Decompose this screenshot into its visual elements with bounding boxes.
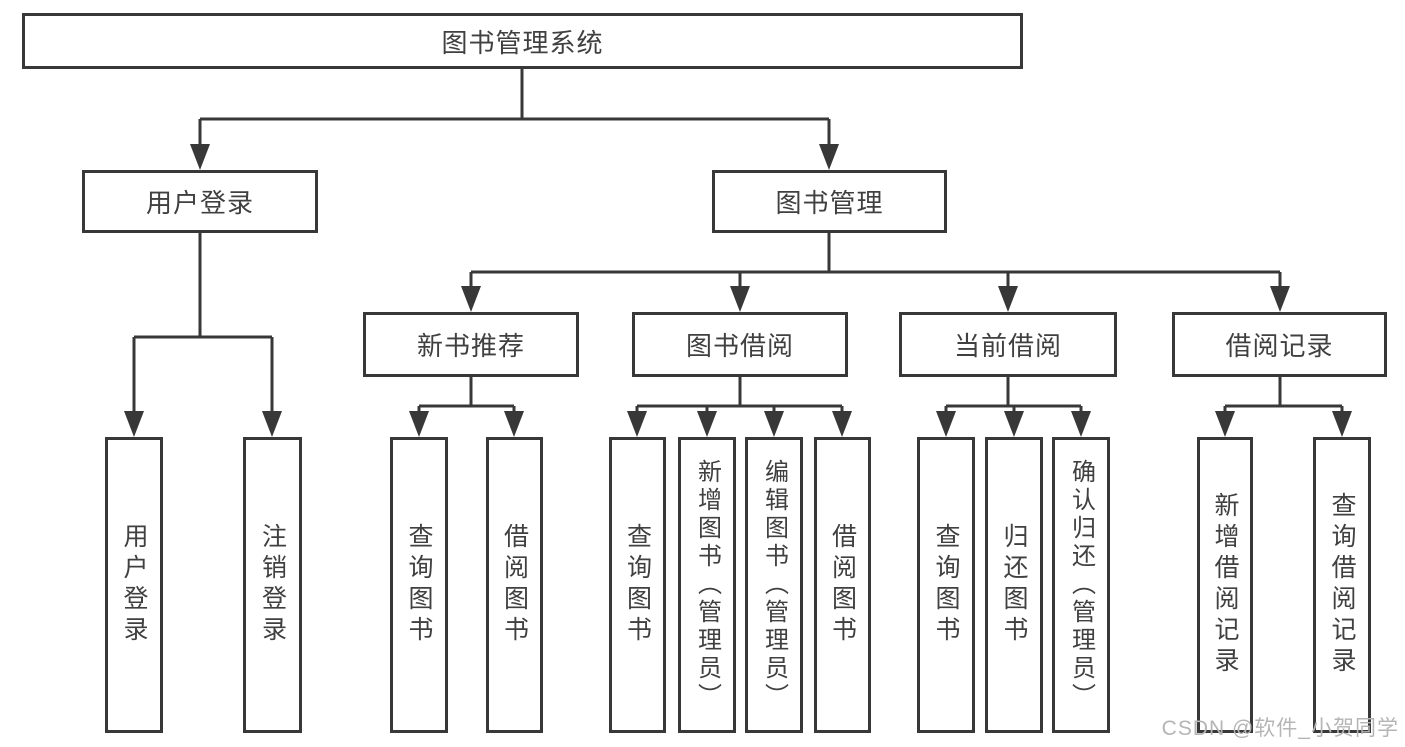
leaf-br-add-record: 新增借阅记录 <box>1197 437 1253 733</box>
node-current-borrowing: 当前借阅 <box>899 312 1117 377</box>
leaf-br-query-record: 查询借阅记录 <box>1313 437 1371 733</box>
leaf-cb-confirm-return: 确认归还（管理员） <box>1052 437 1110 733</box>
leaf-user-login: 用户登录 <box>105 437 163 733</box>
node-root: 图书管理系统 <box>22 13 1023 69</box>
leaf-rec-borrow-books: 借阅图书 <box>486 437 543 733</box>
connector-paths <box>132 69 1344 415</box>
leaf-bb-add-books: 新增图书（管理员） <box>678 437 736 733</box>
node-book-borrowing: 图书借阅 <box>632 312 848 377</box>
arrowheads <box>124 144 1352 437</box>
leaf-bb-borrow-books: 借阅图书 <box>814 437 871 733</box>
node-new-book-recommend: 新书推荐 <box>363 312 579 377</box>
node-book-management: 图书管理 <box>712 170 947 233</box>
leaf-cb-return-books: 归还图书 <box>985 437 1043 733</box>
leaf-bb-query-books: 查询图书 <box>609 437 666 733</box>
node-borrowing-records: 借阅记录 <box>1172 312 1387 377</box>
csdn-watermark: CSDN @软件_小贺同学 <box>1161 717 1399 740</box>
leaf-rec-query-books: 查询图书 <box>390 437 448 733</box>
leaf-bb-edit-books: 编辑图书（管理员） <box>745 437 803 733</box>
node-user-login: 用户登录 <box>82 170 318 233</box>
leaf-cb-query-books: 查询图书 <box>917 437 975 733</box>
leaf-logout: 注销登录 <box>243 437 302 733</box>
